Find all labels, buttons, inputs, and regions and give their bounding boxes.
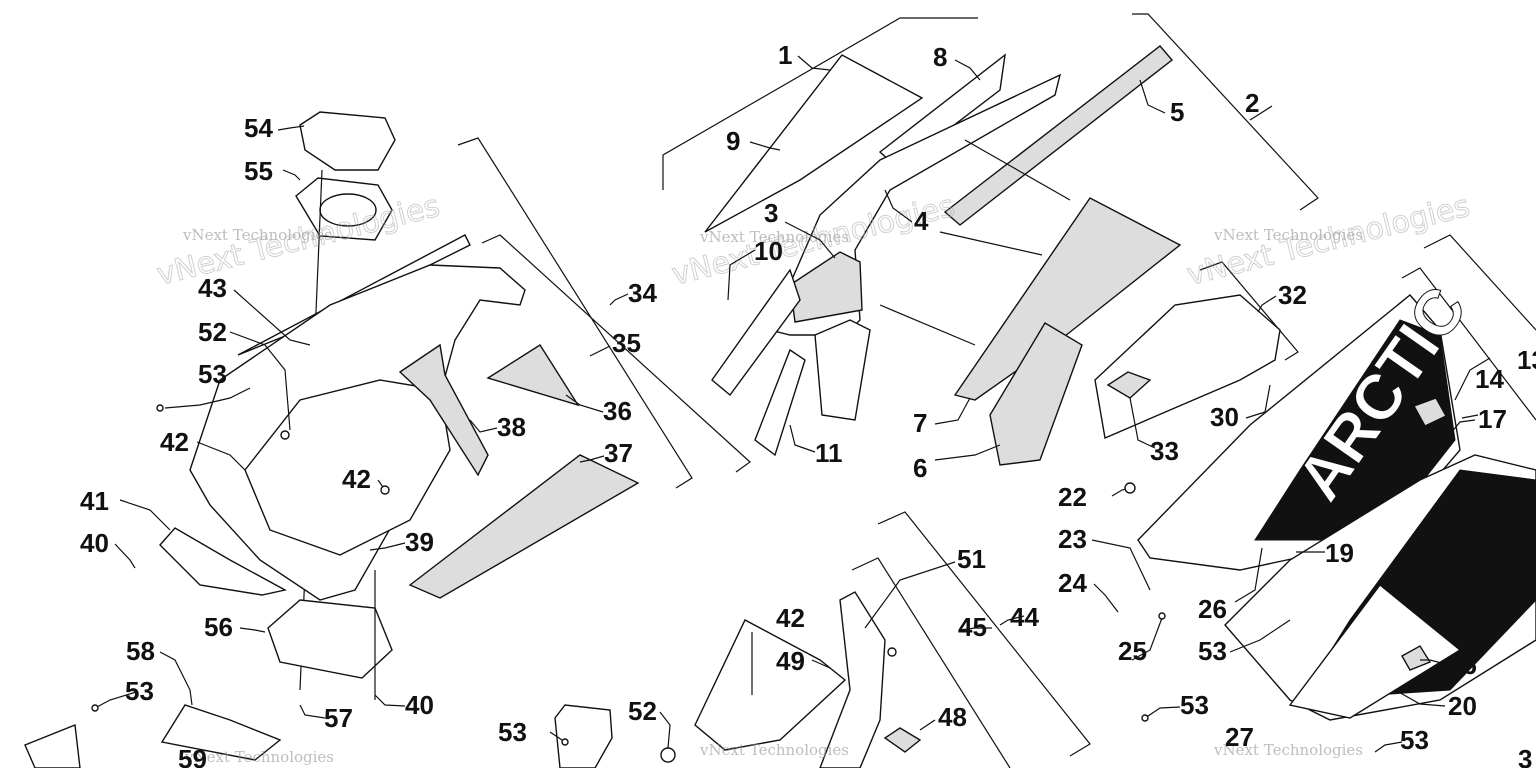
callout-38: 38 xyxy=(497,412,526,442)
callout-2: 2 xyxy=(1245,88,1259,118)
hood-foam-insert xyxy=(789,251,863,323)
callout-42: 42 xyxy=(342,464,371,494)
windshield-assembly xyxy=(704,45,1182,466)
callout-35: 35 xyxy=(612,328,641,358)
console-32 xyxy=(1094,294,1281,439)
callout-3: 3 xyxy=(1518,744,1532,768)
callout-1: 1 xyxy=(778,40,792,70)
bracket-52 xyxy=(554,704,613,768)
callout-16: 16 xyxy=(1448,650,1477,680)
callout-4: 4 xyxy=(914,206,929,236)
callout-57: 57 xyxy=(324,703,353,733)
pad-33 xyxy=(1106,371,1152,399)
group-brackets xyxy=(457,13,1536,768)
foam-strip-5 xyxy=(943,45,1174,226)
foam-37 xyxy=(408,454,640,599)
callout-5: 5 xyxy=(1170,97,1184,127)
callout-52: 52 xyxy=(198,317,227,347)
callout-3: 3 xyxy=(764,198,778,228)
callout-32: 32 xyxy=(1278,280,1307,310)
callout-36: 36 xyxy=(603,396,632,426)
callout-53: 53 xyxy=(1180,690,1209,720)
callout-40: 40 xyxy=(80,528,109,558)
callout-11: 11 xyxy=(815,438,843,468)
foam-block-6 xyxy=(989,322,1083,466)
gasket-54 xyxy=(299,111,396,171)
watermark-text: vNext Technologies xyxy=(184,748,334,766)
watermark-text: vNext Technologies xyxy=(182,226,332,244)
callout-53: 53 xyxy=(1400,725,1429,755)
callout-7: 7 xyxy=(913,408,927,438)
callout-39: 39 xyxy=(405,527,434,557)
callout-42: 42 xyxy=(160,427,189,457)
callout-17: 17 xyxy=(1478,404,1507,434)
callout-25: 25 xyxy=(1118,636,1147,666)
watermark-text: vNext Technologies xyxy=(1213,226,1363,244)
callout-59: 59 xyxy=(178,744,207,768)
callout-53: 53 xyxy=(1198,636,1227,666)
console-inner xyxy=(244,379,451,556)
pad-14 xyxy=(1412,397,1447,427)
callout-13: 13 xyxy=(1517,345,1536,375)
hood-side-panel xyxy=(754,348,806,457)
callout-30: 30 xyxy=(1210,402,1239,432)
callout-53: 53 xyxy=(125,676,154,706)
callout-26: 26 xyxy=(1198,594,1227,624)
callout-27: 27 xyxy=(1225,722,1254,752)
callout-42: 42 xyxy=(776,603,805,633)
callout-24: 24 xyxy=(1058,568,1087,598)
left-side-assembly xyxy=(24,111,640,768)
panel-45 xyxy=(819,591,886,768)
pad-16 xyxy=(1401,645,1432,671)
watermark-text: vNext Technologies xyxy=(699,228,849,246)
foam-36 xyxy=(486,344,580,407)
lower-hood-panel xyxy=(814,319,871,421)
fasteners xyxy=(91,404,1166,746)
callout-44: 44 xyxy=(1010,602,1039,632)
callout-37: 37 xyxy=(604,438,633,468)
callout-41: 41 xyxy=(80,486,109,516)
callout-34: 34 xyxy=(628,278,657,308)
callout-19: 19 xyxy=(1325,538,1354,568)
callout-8: 8 xyxy=(933,42,947,72)
callout-23: 23 xyxy=(1058,524,1087,554)
side-panel-20 xyxy=(1288,583,1462,719)
foam-block-7 xyxy=(953,197,1182,401)
plate-56 xyxy=(267,599,393,679)
callout-40: 40 xyxy=(405,690,434,720)
footrest-49 xyxy=(694,619,847,751)
callout-45: 45 xyxy=(958,612,987,642)
callout-14: 14 xyxy=(1475,364,1504,394)
callout-53: 53 xyxy=(498,717,527,747)
leader-lines xyxy=(94,55,1491,753)
callout-55: 55 xyxy=(244,156,273,186)
watermark-text: vNext Technologies xyxy=(1213,741,1363,759)
pad-48 xyxy=(883,727,922,753)
panel-59 xyxy=(24,724,81,768)
lower-center-assembly xyxy=(554,591,922,768)
bracket-58 xyxy=(160,704,282,761)
callout-56: 56 xyxy=(204,612,233,642)
callout-10: 10 xyxy=(754,236,783,266)
foam-38 xyxy=(398,343,489,477)
callout-43: 43 xyxy=(198,273,227,303)
callout-33: 33 xyxy=(1150,436,1179,466)
callout-52: 52 xyxy=(628,696,657,726)
callout-58: 58 xyxy=(126,636,155,666)
callout-6: 6 xyxy=(913,453,927,483)
callout-20: 20 xyxy=(1448,691,1477,721)
callout-22: 22 xyxy=(1058,482,1087,512)
callout-48: 48 xyxy=(938,702,967,732)
callout-labels: 1 2 3 4 5 6 7 8 9 10 11 13 14 16 17 19 2… xyxy=(80,40,1536,768)
callout-51: 51 xyxy=(957,544,986,574)
callout-53: 53 xyxy=(198,359,227,389)
callout-49: 49 xyxy=(776,646,805,676)
watermark-text: vNext Technologies xyxy=(699,741,849,759)
windshield-panel xyxy=(704,54,924,233)
callout-9: 9 xyxy=(726,126,740,156)
side-decal-left xyxy=(711,268,801,397)
lower-panel-41 xyxy=(159,527,287,596)
callout-54: 54 xyxy=(244,113,273,143)
